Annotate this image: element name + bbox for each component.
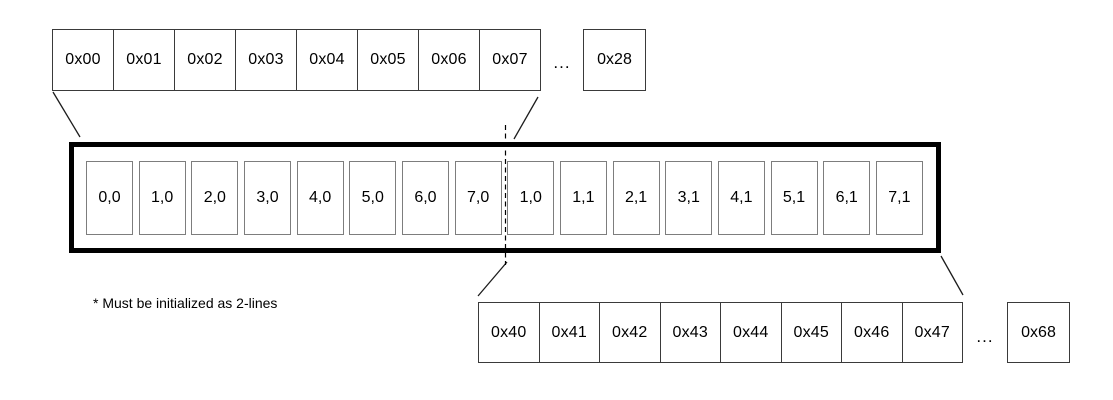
- line-cell: 2,0: [191, 160, 239, 235]
- line-cell: 7,0: [454, 160, 502, 235]
- line-cell: 4,0: [296, 160, 344, 235]
- connector-bottom-left: [477, 261, 508, 297]
- connector-bottom-right: [940, 255, 964, 296]
- address-cell: 0x45: [780, 302, 842, 363]
- address-cell-detached-bottom: 0x68: [1007, 302, 1070, 363]
- address-cell: 0x46: [841, 302, 903, 363]
- line-cell: 5,1: [770, 160, 818, 235]
- line-cell: 3,1: [665, 160, 713, 235]
- connector-top-left: [52, 91, 81, 138]
- address-cell: 0x05: [357, 29, 419, 91]
- address-row-bottom: 0x40 0x41 0x42 0x43 0x44 0x45 0x46 0x47: [478, 302, 963, 363]
- line-cell: 4,1: [717, 160, 765, 235]
- footnote: * Must be initialized as 2-lines: [93, 295, 278, 311]
- ellipsis-top: ...: [553, 53, 571, 72]
- line-cell: 1,0: [507, 160, 555, 235]
- line-cell: 1,1: [559, 160, 607, 235]
- address-cell: 0x00: [52, 29, 114, 91]
- ellipsis-bottom: ...: [976, 326, 994, 346]
- address-cell: 0x07: [479, 29, 541, 91]
- line-cell: 7,1: [875, 160, 923, 235]
- address-cell: 0x42: [599, 302, 661, 363]
- line-cell: 3,0: [243, 160, 291, 235]
- address-cell: 0x01: [113, 29, 175, 91]
- connector-top-right: [513, 96, 539, 140]
- line-cell: 0,0: [86, 160, 133, 235]
- address-cell: 0x47: [901, 302, 963, 363]
- line-cell: 1,0: [138, 160, 186, 235]
- two-line-buffer-box: 0,0 1,0 2,0 3,0 4,0 5,0 6,0 7,0 1,0 1,1 …: [69, 142, 941, 253]
- line-cell: 6,0: [401, 160, 449, 235]
- address-cell-detached-top: 0x28: [583, 29, 646, 91]
- address-cell: 0x44: [720, 302, 782, 363]
- line-cell: 6,1: [823, 160, 871, 235]
- address-cell: 0x43: [659, 302, 721, 363]
- line-cell: 5,0: [349, 160, 397, 235]
- address-cell: 0x03: [235, 29, 297, 91]
- address-cell: 0x06: [418, 29, 480, 91]
- address-row-top: 0x00 0x01 0x02 0x03 0x04 0x05 0x06 0x07: [52, 29, 541, 91]
- address-cell: 0x02: [174, 29, 236, 91]
- line-cell: 2,1: [612, 160, 660, 235]
- address-cell: 0x40: [478, 302, 540, 363]
- address-cell: 0x04: [296, 29, 358, 91]
- address-cell: 0x41: [538, 302, 600, 363]
